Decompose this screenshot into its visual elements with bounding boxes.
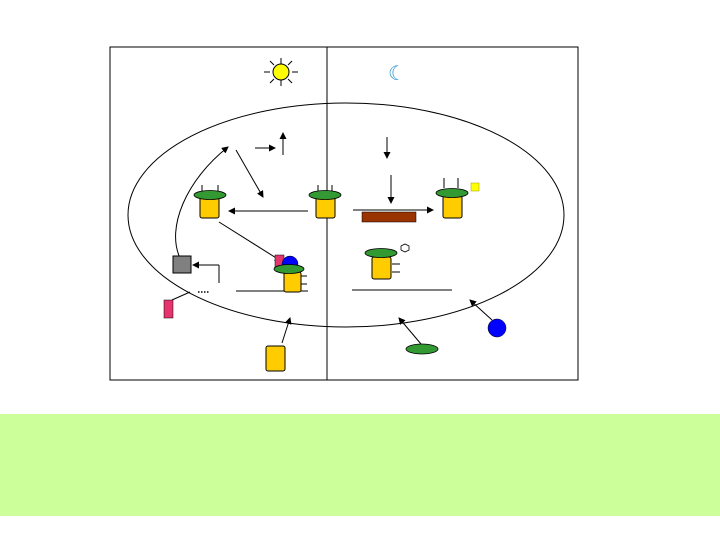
arrow-from-bottom-cylinder <box>282 318 290 343</box>
diagonal-arrow-to-bottom <box>219 222 281 261</box>
green-disk <box>406 344 438 354</box>
blue-circle <box>488 319 506 337</box>
bottom-yellow-block <box>266 346 285 371</box>
brown-bar <box>362 212 416 222</box>
gray-square <box>173 256 191 273</box>
hexagon-icon <box>401 244 409 252</box>
cylinder-top-left <box>194 185 226 218</box>
cylinder-top-middle <box>309 185 341 218</box>
diagonal-down-arrow <box>236 150 263 197</box>
crescent-moon-icon: ☾ <box>388 61 406 85</box>
bottom-band <box>0 414 720 516</box>
cylinder-lower-middle <box>274 255 307 292</box>
yellow-square <box>471 183 479 191</box>
cycle-ellipse <box>128 103 564 327</box>
pink-connector <box>172 292 190 300</box>
cylinder-top-right <box>436 178 479 218</box>
cylinder-lower-right <box>365 244 409 279</box>
sun-icon <box>264 58 298 86</box>
diagram-frame <box>110 47 578 380</box>
pink-block <box>164 300 173 318</box>
